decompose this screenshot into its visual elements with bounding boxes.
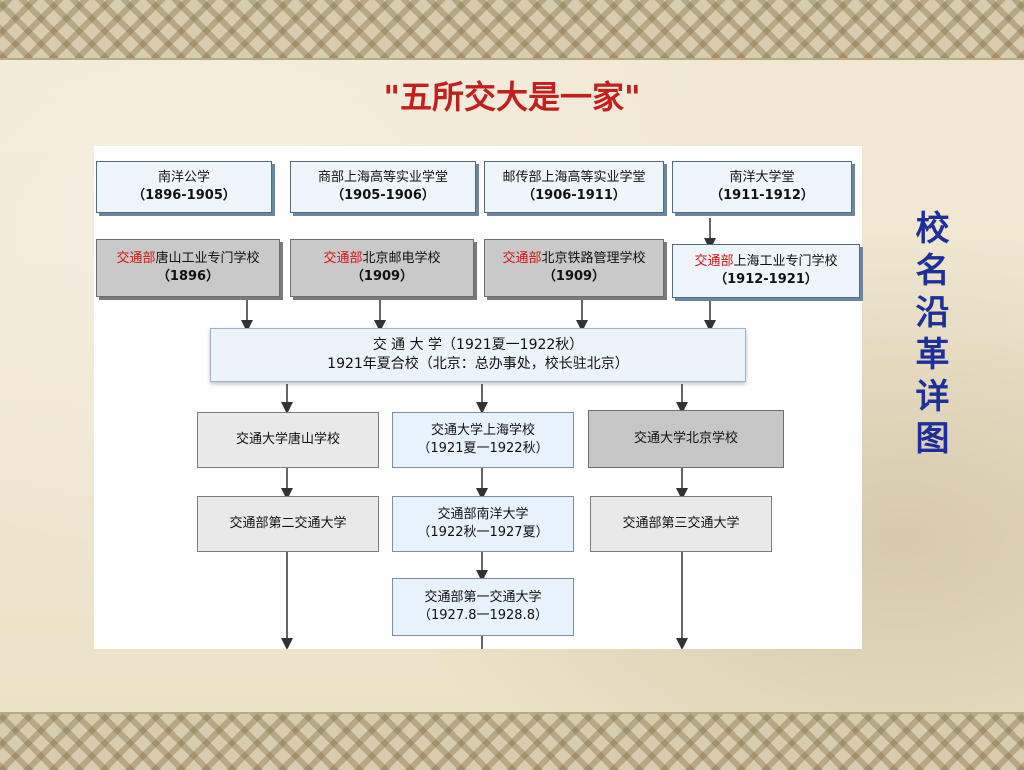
node-years: （1896） <box>156 269 220 284</box>
node-second-jiaotong: 交通部第二交通大学 <box>197 496 379 552</box>
node-years: （1921夏一1922秋） <box>417 441 549 456</box>
node-jiaotong-university-merger: 交 通 大 学（1921夏一1922秋） 1921年夏合校（北京：总办事处，校长… <box>210 328 746 382</box>
node-name: 交通部第二交通大学 <box>229 516 347 532</box>
node-first-jiaotong: 交通部第一交通大学 （1927.8一1928.8） <box>392 578 574 636</box>
node-name: 交通部北京邮电学校 <box>323 251 441 267</box>
ministry-prefix: 交通部 <box>323 251 363 267</box>
node-name: 南洋公学 <box>157 170 210 186</box>
node-name: 交通部第三交通大学 <box>622 516 740 532</box>
node-years: （1922秋一1927夏） <box>417 525 549 540</box>
merger-line1: 交 通 大 学（1921夏一1922秋） <box>372 337 584 354</box>
node-name: 交通大学北京学校 <box>633 431 738 447</box>
ministry-prefix: 交通部 <box>694 254 734 270</box>
node-name: 商部上海高等实业学堂 <box>317 170 448 186</box>
node-name: 交通部上海工业专门学校 <box>694 254 838 270</box>
node-commerce-shanghai-school: 商部上海高等实业学堂 （1905-1906） <box>290 161 476 213</box>
node-post-shanghai-school: 邮传部上海高等实业学堂 （1906-1911） <box>484 161 664 213</box>
merger-line2: 1921年夏合校（北京：总办事处，校长驻北京） <box>327 356 629 372</box>
node-tangshan-industrial-school: 交通部唐山工业专门学校 （1896） <box>96 239 280 297</box>
node-shanghai-industrial-school: 交通部上海工业专门学校 （1912-1921） <box>672 244 860 298</box>
node-third-jiaotong: 交通部第三交通大学 <box>590 496 772 552</box>
decorative-border-top <box>0 0 1024 60</box>
node-years: （1896-1905） <box>132 188 236 203</box>
vertical-side-title: 校名沿革详图 <box>909 210 949 462</box>
node-tangshan-branch: 交通大学唐山学校 <box>197 412 379 468</box>
connector-arrows <box>241 218 716 649</box>
decorative-border-bottom <box>0 712 1024 770</box>
node-years: （1905-1906） <box>331 188 435 203</box>
node-beijing-railway-school: 交通部北京铁路管理学校 （1909） <box>484 239 664 297</box>
node-name: 交通部北京铁路管理学校 <box>502 251 646 267</box>
node-name: 交通大学上海学校 <box>430 423 535 439</box>
node-beijing-branch: 交通大学北京学校 <box>588 410 784 468</box>
node-years: （1912-1921） <box>714 272 818 287</box>
node-nanyang-public-school: 南洋公学 （1896-1905） <box>96 161 272 213</box>
node-name: 交通部唐山工业专门学校 <box>116 251 260 267</box>
node-beijing-post-school: 交通部北京邮电学校 （1909） <box>290 239 474 297</box>
node-years: （1906-1911） <box>522 188 626 203</box>
node-years: （1911-1912） <box>710 188 814 203</box>
node-shanghai-branch: 交通大学上海学校 （1921夏一1922秋） <box>392 412 574 468</box>
node-years: （1927.8一1928.8） <box>418 608 548 623</box>
slide-title: "五所交大是一家" <box>383 78 641 116</box>
node-name: 邮传部上海高等实业学堂 <box>502 170 646 186</box>
ministry-prefix: 交通部 <box>116 251 156 267</box>
node-years: （1909） <box>542 269 606 284</box>
ministry-prefix: 交通部 <box>502 251 542 267</box>
node-name: 交通部南洋大学 <box>437 507 529 523</box>
node-name: 南洋大学堂 <box>729 170 795 186</box>
node-name: 交通部第一交通大学 <box>424 590 542 606</box>
node-years: （1909） <box>350 269 414 284</box>
node-nanyang-university: 交通部南洋大学 （1922秋一1927夏） <box>392 496 574 552</box>
node-nanyang-college: 南洋大学堂 （1911-1912） <box>672 161 852 213</box>
lineage-diagram: 南洋公学 （1896-1905） 商部上海高等实业学堂 （1905-1906） … <box>94 146 862 649</box>
node-name: 交通大学唐山学校 <box>235 432 340 448</box>
